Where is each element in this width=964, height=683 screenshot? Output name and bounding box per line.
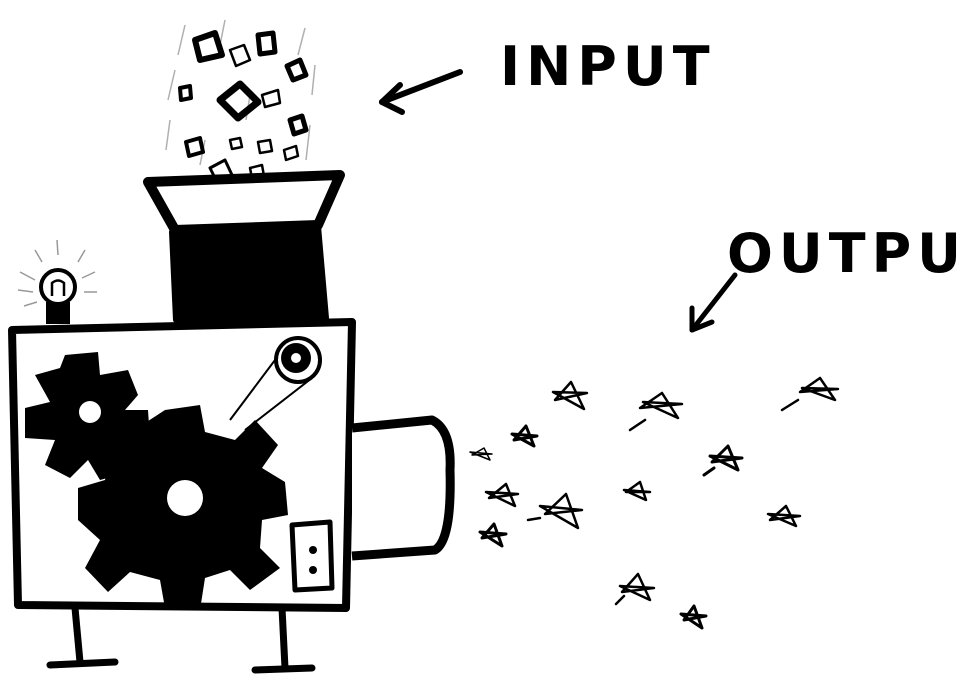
input-pieces xyxy=(166,20,315,180)
star-icon xyxy=(624,482,650,500)
input-piece xyxy=(195,33,222,60)
lightbulb-icon xyxy=(18,240,97,324)
input-arrow xyxy=(382,72,460,112)
input-piece xyxy=(230,138,242,149)
funnel xyxy=(148,175,340,320)
star-icon xyxy=(630,393,682,430)
star-icon xyxy=(782,378,838,410)
star-icon xyxy=(470,448,492,460)
output-chute xyxy=(352,420,450,556)
star-icon xyxy=(768,506,800,526)
star-icon xyxy=(616,574,654,604)
input-piece xyxy=(186,138,203,156)
star-icon xyxy=(486,484,518,506)
input-piece xyxy=(284,146,298,160)
output-stars xyxy=(470,378,838,628)
input-piece xyxy=(287,60,306,80)
input-piece xyxy=(258,140,272,153)
output-arrow xyxy=(692,275,735,330)
control-panel xyxy=(292,522,332,590)
output-label: OUTPUT xyxy=(727,222,964,285)
input-piece xyxy=(258,33,275,54)
input-piece xyxy=(220,84,258,118)
input-piece xyxy=(230,45,250,66)
star-icon xyxy=(528,494,582,528)
machine-legs xyxy=(50,608,312,670)
star-icon xyxy=(512,426,537,446)
input-label: INPUT xyxy=(500,35,716,98)
input-piece xyxy=(290,116,306,134)
star-icon xyxy=(553,382,587,409)
input-piece xyxy=(262,90,280,107)
star-icon xyxy=(480,524,506,546)
input-piece xyxy=(180,86,191,100)
star-icon xyxy=(681,606,706,628)
star-icon xyxy=(704,446,742,475)
gear-icon xyxy=(78,405,288,610)
